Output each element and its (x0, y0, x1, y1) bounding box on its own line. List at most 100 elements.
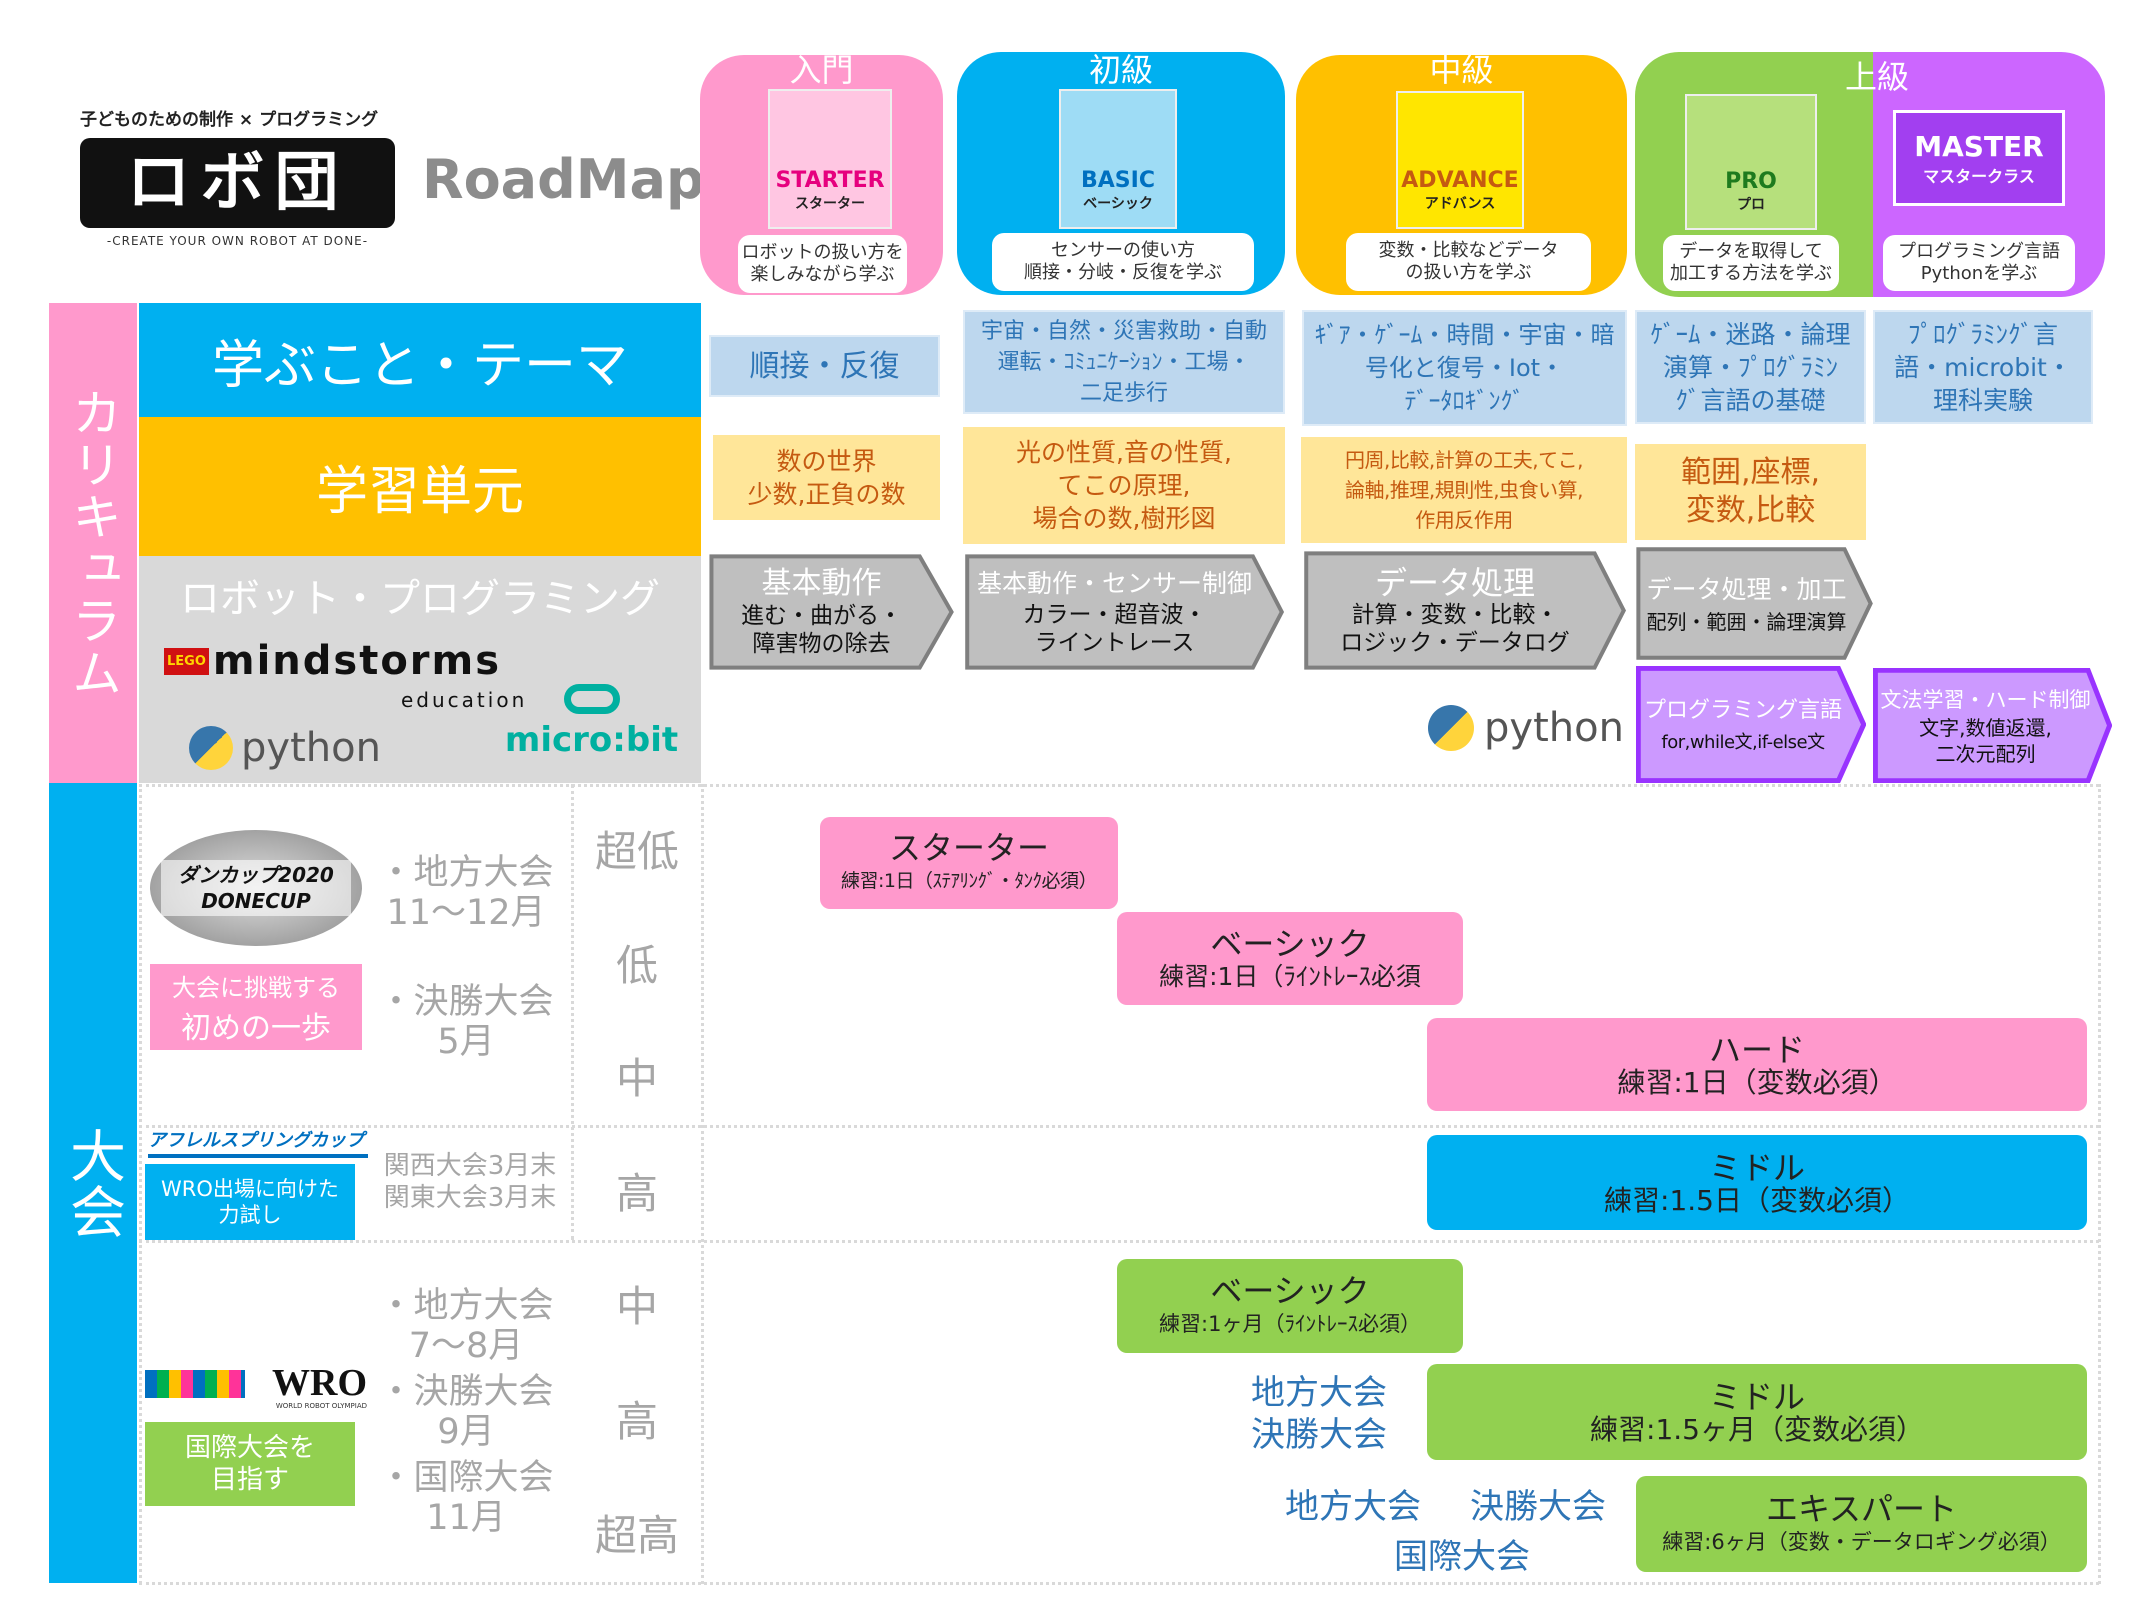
text-line: ハード (1708, 1030, 1805, 1069)
text-line: 文字,数値返還, (1919, 715, 2052, 740)
level-card-intermediate: 中級 ADVANCE アドバンス 変数・比較などデータの扱い方を学ぶ (1296, 51, 1627, 295)
text-line: プログラミング言語 (1898, 241, 2060, 262)
difficulty-level: 高 (615, 1169, 658, 1218)
text-line: 円周,比較,計算の工夫,てこ, (1345, 448, 1583, 472)
text-line: 力試し (218, 1203, 282, 1227)
grid-line (139, 1125, 2099, 1128)
text-line: 運転・ｺﾐｭﾆｹｰｼｮﾝ・工場・ (997, 349, 1251, 375)
grid-line (701, 784, 704, 1584)
robot-step-arrow: 基本動作進む・曲がる・障害物の除去 (709, 554, 954, 670)
text-line: 理科実験 (1932, 385, 2033, 415)
text-line: ロジック・データログ (1340, 629, 1570, 656)
text-line: ベーシック (1210, 924, 1370, 963)
level-title: 中級 (1429, 51, 1494, 89)
text-line: 語・microbit・ (1894, 352, 2072, 382)
cover-subtitle: ベーシック (1083, 196, 1153, 212)
text-line: センサーの使い方 (1051, 240, 1195, 261)
text-line: 練習:1日（ﾗｲﾝﾄﾚｰｽ必須 (1159, 961, 1421, 991)
text-line: スターター (888, 829, 1049, 867)
text-line: 関西大会3月末 (383, 1151, 557, 1181)
python-logo: python (1428, 705, 1624, 751)
section-tournament: 大会 (49, 783, 137, 1583)
text-line: for,while文,if-else文 (1661, 731, 1825, 753)
text-line: 順接・反復 (749, 348, 900, 384)
robodan-logo: 子どものための制作 × プログラミング ロボ団 -CREATE YOUR OWN… (80, 105, 395, 265)
unit-box: 円周,比較,計算の工夫,てこ,論軸,推理,規則性,虫食い算,作用反作用 (1301, 437, 1627, 543)
wro-expert-stage: 決勝大会 (1470, 1487, 1606, 1527)
cover-title: ADVANCE (1401, 168, 1519, 193)
level-description: ロボットの扱い方を楽しみながら学ぶ (738, 235, 907, 293)
text-line: ﾌﾟﾛｸﾞﾗﾐﾝｸﾞ言 (1907, 319, 2058, 349)
text-line: 変数・比較などデータ (1378, 240, 1559, 261)
text-line: 練習:1.5ヶ月（変数必須） (1590, 1413, 1924, 1446)
text-line: LEGO (164, 647, 209, 675)
grid-line (139, 1582, 2099, 1585)
logo-tagline: 子どものための制作 × プログラミング (80, 110, 379, 130)
course-bar-starter: スターター練習:1日（ｽﾃｱﾘﾝｸﾞ・ﾀﾝｸ必須） (820, 817, 1118, 909)
cover-title: PRO (1725, 169, 1777, 194)
lego-mindstorms-logo: LEGO mindstorms (164, 638, 501, 684)
text-line: ベーシック (1210, 1272, 1370, 1310)
text-line: ｹﾞｰﾑ・迷路・論理 (1650, 319, 1851, 349)
text-line: 加工する方法を学ぶ (1670, 263, 1832, 284)
row-label: 学ぶこと・テーマ (211, 335, 628, 396)
unit-box: 光の性質,音の性質,てこの原理,場合の数,樹形図 (963, 427, 1285, 544)
microbit-logo: micro:bit (484, 684, 699, 762)
text-line: データ処理 (1374, 563, 1535, 602)
text-line: ダンカップ2020 DONECUP (161, 860, 351, 916)
afrel-cup-logo: アフレルスプリングカップ (148, 1128, 368, 1158)
cover-title: STARTER (775, 168, 885, 193)
cover-subtitle: プロ (1737, 197, 1765, 213)
text-line: プログラミング言語 (1643, 697, 1842, 723)
text-line: 大会に挑戦する (172, 973, 340, 1002)
text-line: 計算・変数・比較・ (1351, 601, 1559, 628)
book-cover-pro: PRO プロ (1685, 94, 1817, 230)
text-line: ｷﾞｱ・ｹﾞｰﾑ・時間・宇宙・暗 (1314, 320, 1615, 349)
text-line: 11〜12月 (386, 893, 546, 933)
unit-box: 範囲,座標,変数,比較 (1635, 444, 1866, 540)
theme-box: 順接・反復 (709, 335, 940, 397)
master-subtitle: マスタークラス (1923, 166, 2035, 186)
text-line: 二次元配列 (1935, 741, 2036, 766)
wro-middle-stages: 地方大会決勝大会 (1251, 1372, 1387, 1456)
logo-sub: -CREATE YOUR OWN ROBOT AT DONE- (106, 234, 369, 248)
cover-title: BASIC (1081, 168, 1155, 193)
text-line: ・国際大会 (378, 1458, 554, 1498)
event-schedule: 関西大会3月末関東大会3月末 (372, 1150, 568, 1214)
python-icon (189, 726, 233, 770)
theme-box: ｷﾞｱ・ｹﾞｰﾑ・時間・宇宙・暗号化と復号・Iot・ﾃﾞｰﾀﾛｷﾞﾝｸﾞ (1302, 310, 1627, 426)
robot-step-arrow: 文法学習・ハード制御文字,数値返還,二次元配列 (1873, 668, 2112, 783)
text-line: ロボットの扱い方を (741, 242, 904, 263)
text-line: ・地方大会 (378, 853, 554, 893)
difficulty-level: 中 (615, 1054, 658, 1103)
difficulty-level: 高 (615, 1397, 658, 1446)
text-line: 少数,正負の数 (747, 479, 906, 509)
master-title: MASTER (1914, 129, 2044, 163)
cover-subtitle: アドバンス (1424, 196, 1496, 212)
text-line: ﾃﾞｰﾀﾛｷﾞﾝｸﾞ (1404, 386, 1525, 415)
level-description: センサーの使い方順接・分岐・反復を学ぶ (992, 233, 1254, 291)
text-line: 範囲,座標, (1680, 455, 1821, 490)
text-line: python (1484, 705, 1624, 751)
level-description: 変数・比較などデータの扱い方を学ぶ (1346, 233, 1591, 291)
difficulty-level: 中 (615, 1282, 658, 1331)
mindstorms-sub: education (401, 688, 528, 712)
cover-subtitle: スターター (795, 196, 865, 212)
robot-step-arrow: データ処理計算・変数・比較・ロジック・データログ (1303, 551, 1627, 670)
text-line: 場合の数,樹形図 (1032, 504, 1216, 533)
text-line: 演算・ﾌﾟﾛｸﾞﾗﾐﾝ (1662, 352, 1838, 382)
text-line: Pythonを学ぶ (1920, 263, 2038, 284)
course-bar-basic: ベーシック練習:1日（ﾗｲﾝﾄﾚｰｽ必須 (1117, 912, 1463, 1005)
difficulty-level: 低 (615, 941, 658, 990)
text-line: 5月 (437, 1022, 495, 1062)
text-line: データを取得して (1679, 241, 1823, 262)
section-label: カリキュラム (64, 387, 122, 699)
grid-line (2098, 784, 2101, 1584)
theme-box: ｹﾞｰﾑ・迷路・論理演算・ﾌﾟﾛｸﾞﾗﾐﾝｸﾞ言語の基礎 (1635, 310, 1866, 424)
grid-line (139, 1240, 2099, 1243)
master-badge: MASTER マスタークラス (1893, 110, 2065, 206)
text-line: 基本動作・センサー制御 (976, 569, 1252, 598)
